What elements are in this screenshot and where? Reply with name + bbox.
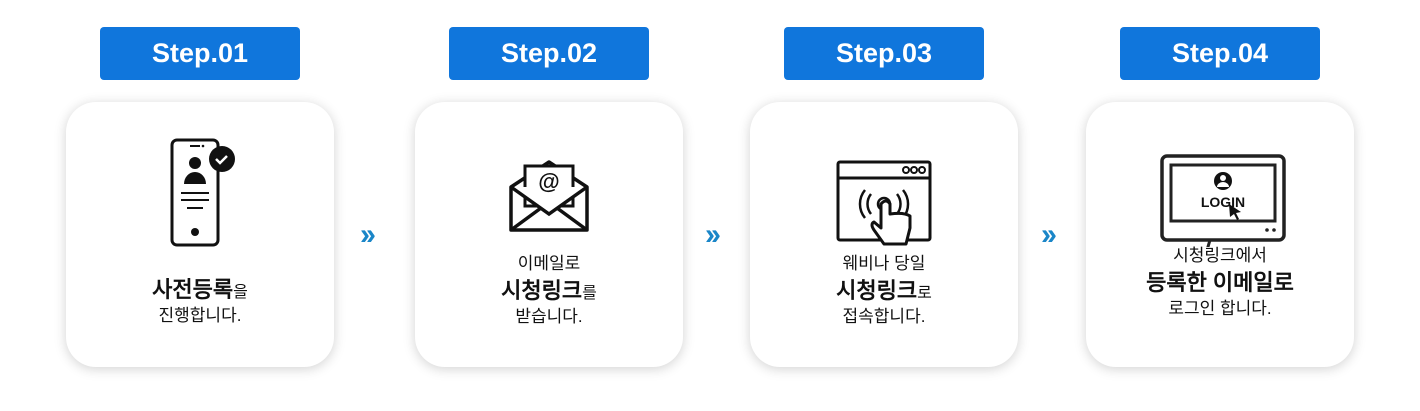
chevron-right-icon: ›› <box>1041 218 1057 251</box>
chevron-right-icon: ›› <box>705 218 721 251</box>
step-02-card: @ 이메일로 시청링크를 받습니다. <box>415 102 683 367</box>
step-02-badge: Step.02 <box>449 27 649 80</box>
step-01-suffix: 을 <box>233 284 248 301</box>
step-04-bold-text: 등록한 이메일로 <box>1146 269 1294 295</box>
step-01-badge: Step.01 <box>100 27 300 80</box>
step-04-card: LOGIN 시청링크에서 등록한 이메일로 로그인 합니다. <box>1086 102 1354 367</box>
browser-touch-icon <box>836 160 932 246</box>
step-03-card: 웨비나 당일 시청링크로 접속합니다. <box>750 102 1018 367</box>
login-text: LOGIN <box>1201 194 1245 210</box>
email-envelope-icon: @ <box>509 160 589 232</box>
step-04-line-1: 시청링크에서 <box>1173 246 1267 265</box>
step-01-card: 사전등록을 진행합니다. <box>66 102 334 367</box>
step-04-line-3: 로그인 합니다. <box>1168 298 1272 318</box>
step-03-line-1: 웨비나 당일 <box>842 254 926 273</box>
step-03-badge: Step.03 <box>784 27 984 80</box>
step-01-bold-text: 사전등록 <box>152 277 234 302</box>
tablet-user-check-icon <box>170 138 235 247</box>
svg-text:@: @ <box>538 169 559 194</box>
step-03-suffix: 로 <box>917 284 932 302</box>
step-03-bold-text: 시청링크 <box>836 277 918 303</box>
step-02-bold-text: 시청링크 <box>501 277 583 303</box>
monitor-login-icon: LOGIN <box>1160 154 1286 247</box>
chevron-right-icon: ›› <box>360 218 376 251</box>
step-02-line-1: 이메일로 <box>517 254 581 273</box>
step-01-line-2: 진행합니다. <box>158 305 242 325</box>
step-03-line-3: 접속합니다. <box>842 306 926 326</box>
step-02-suffix: 를 <box>582 284 597 302</box>
step-04-badge: Step.04 <box>1120 27 1320 80</box>
step-02-line-3: 받습니다. <box>515 306 583 326</box>
